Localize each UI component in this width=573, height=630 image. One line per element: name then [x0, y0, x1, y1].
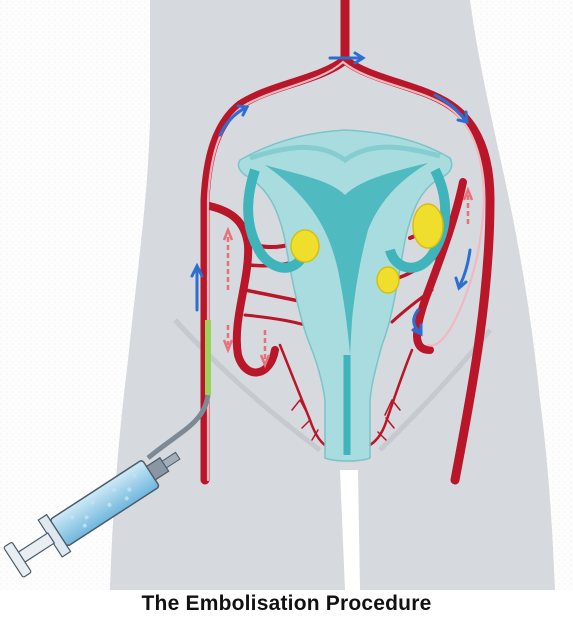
- fibroid-right-upper: [413, 204, 443, 248]
- embolisation-illustration: [0, 0, 573, 590]
- fibroid-left: [291, 230, 319, 262]
- diagram-caption: The Embolisation Procedure: [0, 592, 573, 616]
- fibroid-right-lower: [377, 267, 399, 293]
